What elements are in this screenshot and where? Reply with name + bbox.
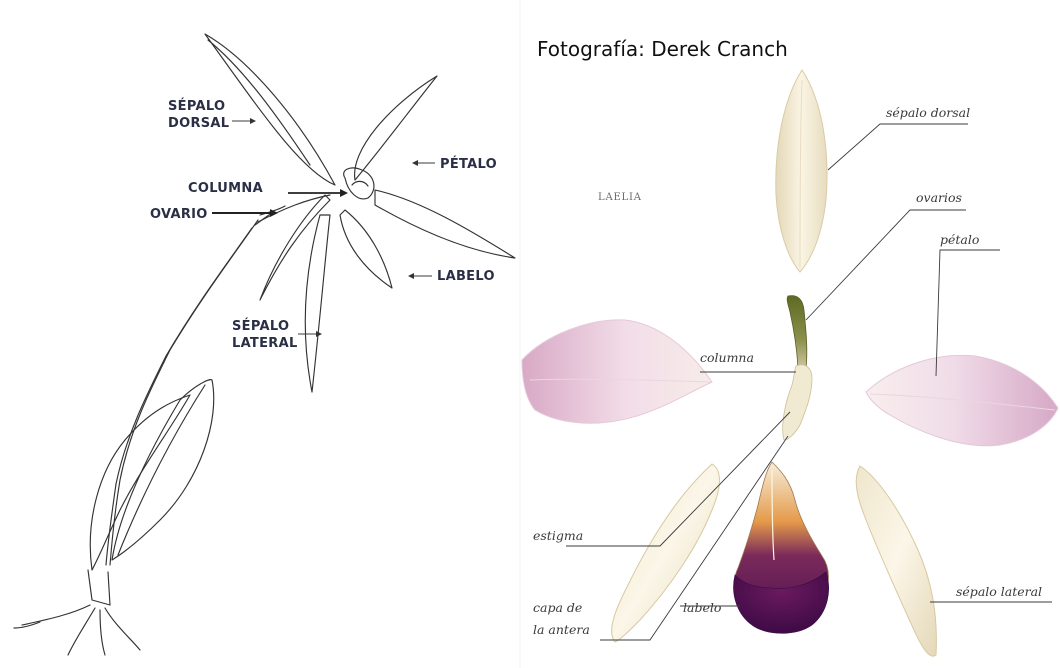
column-detail (352, 181, 368, 186)
label-petalo: PÉTALO (440, 156, 497, 172)
right-petal-drawing (355, 76, 437, 180)
leader-ovarios (806, 210, 966, 320)
plant-base (88, 570, 110, 605)
photo-label-ovarios: ovarios (916, 190, 962, 205)
label-sepalo-lateral-line2: LATERAL (232, 336, 298, 351)
flower-stem-inner (106, 228, 252, 565)
labelo-photo (734, 462, 829, 633)
left-petal-photo (522, 320, 712, 423)
photo-label-estigma: estigma (533, 528, 583, 543)
leader-sepalo-dorsal (828, 124, 968, 170)
drawing-labels: SÉPALO DORSAL PÉTALO COLUMNA OVARIO LABE… (150, 98, 497, 351)
pseudobulb-drawing (90, 395, 190, 570)
label-labelo: LABELO (437, 269, 495, 284)
photo-label-labelo: labelo (683, 600, 721, 615)
photo-label-petalo: pétalo (940, 232, 979, 247)
photo-label-capa-de: capa de (533, 600, 582, 615)
arrow-petalo-head (412, 160, 418, 166)
column-drawing (344, 168, 374, 199)
label-ovario: OVARIO (150, 207, 208, 222)
drawing-arrows (212, 118, 435, 337)
photo-label-la-antera: la antera (533, 622, 590, 637)
right-lateral-sepal-photo (856, 466, 936, 656)
arrow-labelo-head (408, 273, 414, 279)
leaf-midrib (118, 385, 205, 555)
left-lateral-sepal-photo (612, 464, 720, 642)
dorsal-sepal-photo (776, 70, 827, 272)
species-label: LAELIA (598, 192, 642, 203)
lateral-sepal-drawing (305, 215, 330, 392)
photo-label-sepalo-dorsal: sépalo dorsal (886, 105, 970, 120)
arrow-columna-head (340, 189, 348, 197)
photo-label-sepalo-lateral: sépalo lateral (956, 584, 1042, 599)
label-sepalo-lateral-line1: SÉPALO (232, 318, 289, 334)
arrow-sepalo-lateral-head (316, 331, 322, 337)
labelo-drawing (340, 210, 392, 288)
column-photo (783, 296, 812, 440)
flower-stem (110, 220, 258, 565)
roots-drawing (22, 605, 140, 655)
label-sepalo-dorsal-line2: DORSAL (168, 116, 229, 131)
photo-label-columna: columna (700, 350, 754, 365)
arrow-sepalo-dorsal-head (250, 118, 256, 124)
root-tip (14, 622, 40, 628)
photo-credit: Fotografía: Derek Cranch (537, 37, 788, 61)
right-sepal-drawing (375, 190, 515, 258)
right-petal-photo (866, 355, 1058, 445)
label-columna: COLUMNA (188, 181, 263, 196)
label-sepalo-dorsal-line1: SÉPALO (168, 98, 225, 114)
